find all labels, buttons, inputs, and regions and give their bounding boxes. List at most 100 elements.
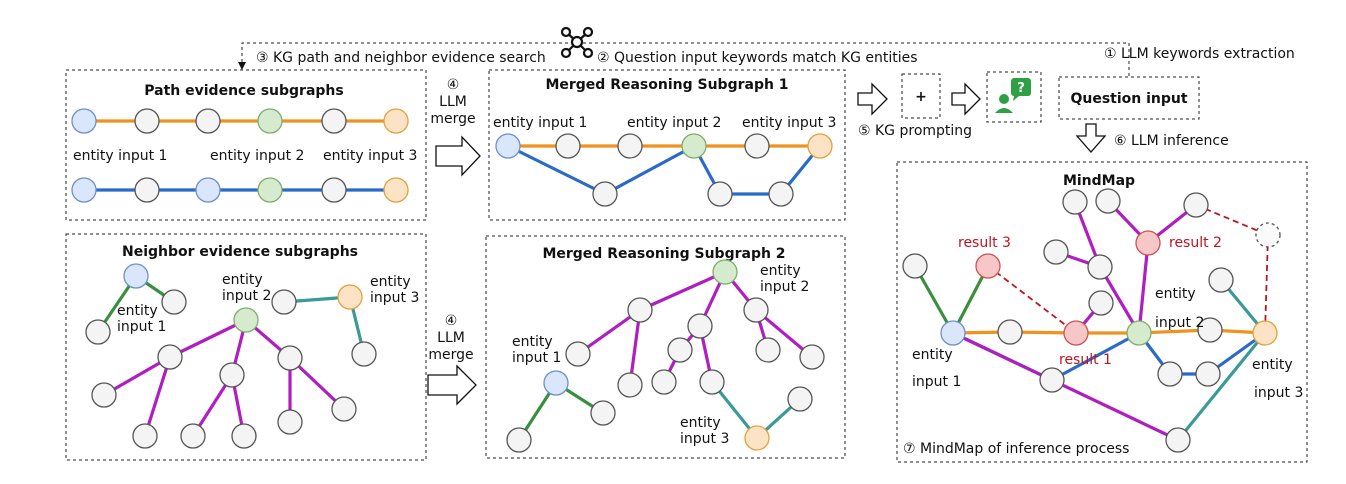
- graph-node: [134, 108, 160, 134]
- plus-box: [901, 73, 941, 119]
- graph-edge: [169, 318, 247, 359]
- graph-node: [91, 382, 117, 408]
- graph-edge: [1098, 266, 1141, 334]
- graph-node: [555, 133, 581, 159]
- panel-path-evidence: [65, 69, 427, 221]
- nodes-layer: [71, 108, 1281, 453]
- step-6-label: ⑥ LLM inference: [1114, 133, 1229, 149]
- graph-node: [1039, 367, 1065, 393]
- step-5-label: ⑤ KG prompting: [858, 123, 972, 139]
- knowledge-graph-icon: [560, 26, 594, 59]
- graph-node: [543, 370, 569, 396]
- question-input-label: Question input: [1070, 91, 1187, 107]
- dashed-link: [1264, 234, 1269, 334]
- graph-node: [351, 341, 377, 367]
- graph-node: [744, 425, 770, 451]
- graph-node: [337, 284, 363, 310]
- step-2-label: ② Question input keywords match KG entit…: [597, 50, 918, 66]
- graph-node: [627, 297, 653, 323]
- graph-node: [590, 400, 616, 426]
- m2-e2-line2: input 2: [760, 279, 809, 295]
- graph-node: [743, 297, 769, 323]
- mm-e2-line2: input 2: [1155, 315, 1204, 331]
- graph-node: [807, 133, 833, 159]
- graph-node: [195, 108, 221, 134]
- graph-node: [277, 345, 303, 371]
- arrow-llm-merge-1: [435, 135, 481, 177]
- graph-node: [71, 108, 97, 134]
- m2-e1-line2: input 1: [512, 350, 561, 366]
- panel-mindmap: [896, 161, 1308, 463]
- graph-edge: [639, 270, 726, 312]
- step-4b-line1: ④: [445, 313, 458, 329]
- kg-search-dashed-line: [238, 42, 1130, 76]
- graph-node: [257, 108, 283, 134]
- graph-node: [123, 263, 149, 289]
- graph-node: [799, 344, 825, 370]
- graph-node: [712, 259, 738, 285]
- graph-node: [768, 181, 794, 207]
- graph-node: [321, 108, 347, 134]
- graph-node: [1208, 267, 1234, 293]
- result1-label: result 1: [1059, 352, 1112, 368]
- graph-node: [1063, 320, 1089, 346]
- graph-node: [383, 177, 409, 203]
- graph-edge: [913, 265, 955, 334]
- graph-node: [1197, 317, 1223, 343]
- graph-edge: [143, 356, 172, 437]
- ne-e2-line2: input 2: [222, 288, 271, 304]
- graph-node: [565, 341, 591, 367]
- ne-e2-line1: entity: [222, 272, 263, 288]
- merged2-title: Merged Reasoning Subgraph 2: [542, 246, 785, 262]
- graph-node: [592, 181, 618, 207]
- graph-node: [1195, 361, 1221, 387]
- mindmap-title: MindMap: [1063, 173, 1135, 189]
- graph-node: [997, 319, 1023, 345]
- result3-label: result 3: [958, 235, 1011, 251]
- step-1-label: ① LLM keywords extraction: [1104, 46, 1295, 62]
- graph-edge: [604, 144, 695, 196]
- mm-e3-line2: input 3: [1254, 385, 1303, 401]
- graph-node: [257, 177, 283, 203]
- m1-entity1-label: entity input 1: [493, 115, 587, 131]
- step-4b-line2: LLM: [437, 330, 465, 346]
- question-mark-glyph: ?: [1017, 81, 1025, 96]
- graph-node: [667, 337, 693, 363]
- graph-node: [85, 319, 111, 345]
- arrow-llm-inference-down: [1075, 123, 1107, 153]
- graph-node: [132, 423, 158, 449]
- graph-node: [383, 108, 409, 134]
- ne-e1-line2: input 1: [117, 319, 166, 335]
- graph-node: [1126, 320, 1152, 346]
- graph-node: [195, 177, 221, 203]
- ne-e3-line1: entity: [370, 274, 411, 290]
- graph-node: [1088, 290, 1114, 316]
- step-4a-line2: LLM: [439, 94, 467, 110]
- graph-node: [1062, 189, 1088, 215]
- graph-node: [231, 423, 257, 449]
- graph-node: [975, 253, 1001, 279]
- mm-e3-line1: entity: [1252, 357, 1293, 373]
- merged1-title: Merged Reasoning Subgraph 1: [545, 77, 788, 93]
- graph-node: [495, 133, 521, 159]
- graph-node: [71, 177, 97, 203]
- step-4a-line3: merge: [430, 111, 475, 127]
- graph-node: [1252, 320, 1278, 346]
- graph-node: [134, 177, 160, 203]
- graph-edge: [952, 331, 1179, 442]
- step-3-label: ③ KG path and neighbor evidence search: [256, 50, 546, 66]
- panel-merged-1: [488, 69, 846, 221]
- path-evidence-title: Path evidence subgraphs: [144, 83, 343, 99]
- pe-entity1-label: entity input 1: [73, 148, 167, 164]
- result2-label: result 2: [1169, 235, 1222, 251]
- graph-node: [787, 386, 813, 412]
- neighbor-evidence-title: Neighbor evidence subgraphs: [122, 244, 358, 260]
- m2-e3-line2: input 3: [680, 431, 729, 447]
- graph-node: [321, 177, 347, 203]
- graph-node: [331, 396, 357, 422]
- dashed-link: [987, 265, 1077, 334]
- graph-node: [707, 181, 733, 207]
- graph-node: [180, 423, 206, 449]
- graph-edge: [1176, 331, 1267, 442]
